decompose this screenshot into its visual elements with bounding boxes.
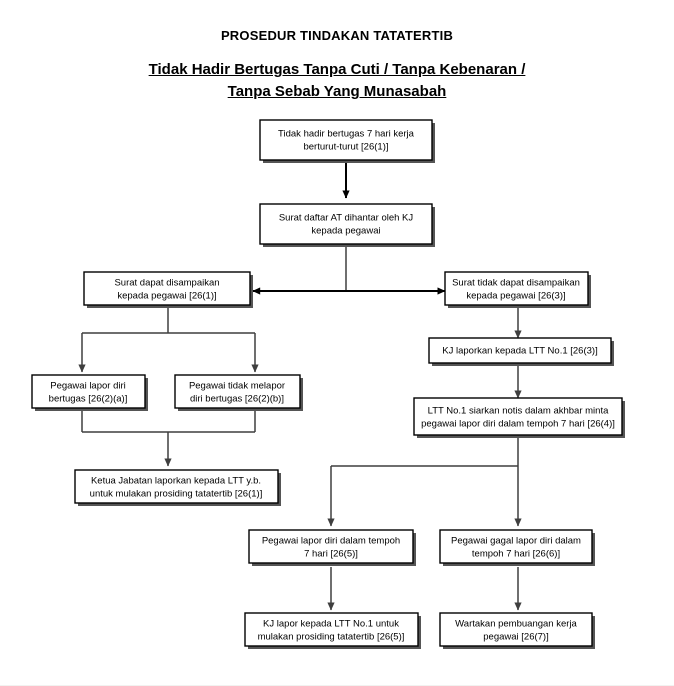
flow-node-n2[interactable]: Surat daftar AT dihantar oleh KJ kepada … (259, 203, 435, 247)
flow-node-n1-line2: berturut-turut [26(1)] (303, 142, 388, 153)
flow-node-n13-line1: Wartakan pembuangan kerja (455, 619, 577, 630)
page-title: PROSEDUR TINDAKAN TATATERTIB (220, 28, 454, 43)
flow-node-n2-line2: kepada pegawai (311, 226, 380, 237)
flow-node-n9-line2: untuk mulakan prosiding tatatertib [26(1… (90, 489, 263, 500)
flow-node-n8-line2: diri bertugas [26(2)(b)] (190, 394, 284, 405)
flow-node-n9-line1: Ketua Jabatan laporkan kepada LTT y.b. (91, 476, 261, 487)
flow-node-n10-line2: 7 hari [26(5)] (304, 549, 358, 560)
page-subtitle: Tidak Hadir Bertugas Tanpa Cuti / Tanpa … (0, 59, 674, 103)
flow-node-n6[interactable]: LTT No.1 siarkan notis dalam akhbar mint… (413, 397, 625, 438)
flow-node-n7-line1: Pegawai lapor diri (50, 381, 126, 392)
flow-node-n6-line2: pegawai lapor diri dalam tempoh 7 hari [… (421, 419, 615, 430)
flow-node-n4[interactable]: Surat tidak dapat disampaikan kepada peg… (444, 271, 591, 308)
flow-node-n11-line1: Pegawai gagal lapor diri dalam (451, 536, 581, 547)
flow-node-n2-line1: Surat daftar AT dihantar oleh KJ (279, 213, 414, 224)
flow-node-n12-line2: mulakan prosiding tatatertib [26(5)] (258, 632, 405, 643)
flow-node-n10-line1: Pegawai lapor diri dalam tempoh (262, 536, 400, 547)
flow-node-n3-line1: Surat dapat disampaikan (114, 278, 219, 289)
flow-node-n13[interactable]: Wartakan pembuangan kerja pegawai [26(7)… (439, 612, 595, 649)
flow-node-n8-line1: Pegawai tidak melapor (189, 381, 285, 392)
flow-node-n4-line1: Surat tidak dapat disampaikan (452, 278, 580, 289)
flow-node-n6-line1: LTT No.1 siarkan notis dalam akhbar mint… (428, 406, 609, 417)
flow-node-n10[interactable]: Pegawai lapor diri dalam tempoh 7 hari [… (248, 529, 416, 566)
page-subtitle-line1: Tidak Hadir Bertugas Tanpa Cuti / Tanpa … (148, 61, 526, 78)
flow-node-n5-line1: KJ laporkan kepada LTT No.1 [26(3)] (442, 346, 597, 357)
flow-node-n12[interactable]: KJ lapor kepada LTT No.1 untuk mulakan p… (244, 612, 421, 649)
flow-node-n7[interactable]: Pegawai lapor diri bertugas [26(2)(a)] (31, 374, 148, 411)
flow-node-n4-line2: kepada pegawai [26(3)] (466, 291, 565, 302)
flow-node-n1-line1: Tidak hadir bertugas 7 hari kerja (278, 129, 415, 140)
document-titles: PROSEDUR TINDAKAN TATATERTIB Tidak Hadir… (0, 0, 674, 103)
flow-node-n13-line2: pegawai [26(7)] (483, 632, 548, 643)
flow-node-n5[interactable]: KJ laporkan kepada LTT No.1 [26(3)] (428, 337, 614, 366)
flow-node-n8[interactable]: Pegawai tidak melapor diri bertugas [26(… (174, 374, 303, 411)
flow-node-n9[interactable]: Ketua Jabatan laporkan kepada LTT y.b. u… (74, 469, 281, 506)
flow-node-n7-line2: bertugas [26(2)(a)] (49, 394, 128, 405)
flow-node-n11[interactable]: Pegawai gagal lapor diri dalam tempoh 7 … (439, 529, 595, 566)
flow-node-n3-line2: kepada pegawai [26(1)] (117, 291, 216, 302)
flow-node-n1[interactable]: Tidak hadir bertugas 7 hari kerja bertur… (259, 119, 435, 163)
page-subtitle-line2: Tanpa Sebab Yang Munasabah (227, 83, 447, 100)
flow-node-n11-line2: tempoh 7 hari [26(6)] (472, 549, 560, 560)
flow-node-n12-line1: KJ lapor kepada LTT No.1 untuk (263, 619, 399, 630)
flow-node-n3[interactable]: Surat dapat disampaikan kepada pegawai [… (83, 271, 253, 308)
